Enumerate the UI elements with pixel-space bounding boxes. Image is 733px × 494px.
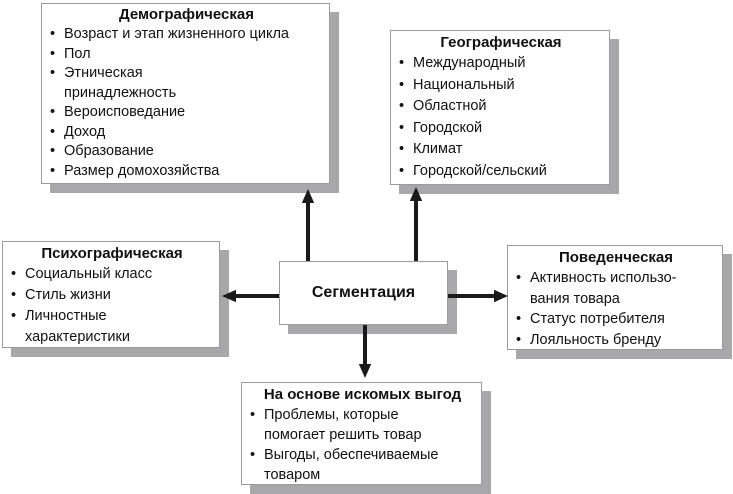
list-item-text: Этническая принадлежность (64, 65, 177, 101)
list-item: • Лояльность бренду (516, 330, 716, 351)
list-item: • Статус потребителя (516, 309, 716, 330)
list-item: • Личностные характеристики (11, 306, 213, 348)
list-item: • Проблемы, которые помогает решить това… (250, 405, 475, 445)
list-item-text: Международный (413, 55, 526, 71)
list-item-text: Городской (413, 119, 483, 136)
list-item: • Выгоды, обеспечиваемые товаром (250, 445, 475, 485)
arrow-center-to-behavioral (448, 289, 508, 303)
bullet-icon: • (399, 55, 405, 71)
list-item: • Международный (399, 53, 603, 75)
list-item-text: Областной (413, 98, 487, 114)
list-item-text: Социальный класс (25, 266, 153, 282)
bullet-icon: • (11, 287, 17, 303)
bullet-icon: • (516, 270, 522, 286)
list-item-text: Образование (64, 143, 154, 159)
arrow-center-to-geographic (409, 187, 423, 261)
list-item-text: Национальный (413, 76, 515, 93)
bullet-icon: • (516, 331, 522, 348)
bullet-icon: • (50, 104, 56, 120)
box-title: Демографическая (119, 6, 254, 23)
bullet-icon: • (399, 76, 405, 93)
center-label: Сегментация (311, 284, 416, 301)
list-item-text: Вероисповедание (64, 104, 186, 120)
list-item: • Стиль жизни (11, 285, 213, 306)
bullet-icon: • (50, 65, 56, 81)
list-item: • Городской/сельский (399, 161, 603, 183)
list-item-text: Стиль жизни (25, 287, 111, 303)
list-item-text: Климат (413, 141, 463, 157)
list-item: • Пол (50, 45, 323, 65)
box-behavioral: Поведенческая • Активность использо- ван… (507, 245, 723, 350)
bullet-icon: • (50, 143, 56, 159)
arrow-center-to-benefits (358, 325, 372, 378)
list-item-text: Доход (64, 123, 106, 140)
list-item: • Вероисповедание (50, 103, 323, 123)
list-item-text: Лояльность бренду (530, 331, 662, 348)
list-item-text: Активность использо- вания товара (530, 270, 677, 307)
list-item-text: Размер домохозяйства (64, 162, 220, 179)
list-item: • Климат (399, 139, 603, 161)
bullet-icon: • (516, 311, 522, 327)
list-item: • Активность использо- вания товара (516, 268, 716, 309)
bullet-icon: • (50, 123, 56, 140)
list-item-text: Проблемы, которые помогает решить товар (264, 407, 422, 443)
list-item: • Образование (50, 142, 323, 162)
list-item: • Этническая принадлежность (50, 64, 323, 103)
list-item: • Национальный (399, 75, 603, 97)
bullet-icon: • (399, 98, 405, 114)
list-item-text: Статус потребителя (530, 311, 665, 327)
bullet-icon: • (11, 266, 17, 282)
box-segmentation-center: Сегментация (279, 261, 448, 325)
list-item-text: Личностные характеристики (25, 308, 130, 345)
box-geographic: Географическая • Международный • Национа… (390, 30, 610, 185)
box-title: Географическая (440, 34, 562, 51)
list-item: • Социальный класс (11, 264, 213, 285)
arrow-center-to-psychographic (222, 289, 279, 303)
list-item: • Городской (399, 118, 603, 140)
bullet-icon: • (50, 162, 56, 179)
bullet-icon: • (50, 26, 56, 42)
bullet-icon: • (399, 141, 405, 157)
list-item-text: Пол (64, 45, 91, 62)
list-item-text: Городской/сельский (413, 162, 547, 179)
box-psychographic: Психографическая • Социальный класс • Ст… (2, 241, 220, 348)
bullet-icon: • (50, 45, 56, 62)
list-item-text: Возраст и этап жизненного цикла (64, 26, 289, 42)
bullet-icon: • (399, 162, 405, 179)
list-item: • Возраст и этап жизненного цикла (50, 25, 323, 45)
box-title: Поведенческая (558, 249, 674, 266)
box-title: Психографическая (41, 245, 183, 262)
bullet-icon: • (399, 119, 405, 136)
list-item: • Областной (399, 96, 603, 118)
arrow-center-to-demographic (301, 189, 315, 261)
list-item-text: Выгоды, обеспечиваемые товаром (264, 447, 439, 483)
box-benefits-sought: На основе искомых выгод • Проблемы, кото… (241, 382, 482, 485)
bullet-icon: • (11, 308, 17, 324)
list-item: • Доход (50, 123, 323, 143)
bullet-icon: • (250, 407, 256, 423)
bullet-icon: • (250, 447, 256, 463)
list-item: • Размер домохозяйства (50, 162, 323, 182)
box-demographic: Демографическая • Возраст и этап жизненн… (41, 3, 330, 184)
box-title: На основе искомых выгод (263, 386, 462, 403)
